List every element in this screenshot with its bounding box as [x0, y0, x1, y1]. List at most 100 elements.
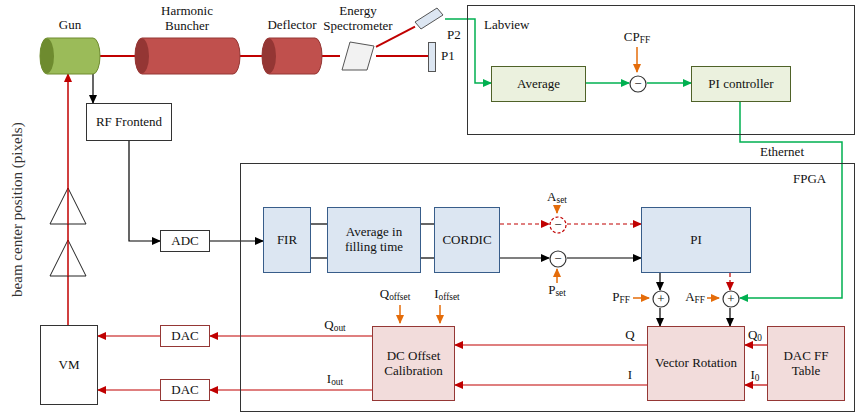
process-box: ADC	[160, 230, 210, 252]
connector-line	[455, 344, 647, 345]
signal-name: CPFF	[624, 30, 650, 45]
summing-junction: −	[549, 250, 567, 268]
signal-name: Pset	[548, 283, 566, 298]
connector-line	[210, 335, 372, 336]
connector-line	[745, 344, 767, 345]
signal-name: PFF	[612, 290, 630, 305]
node-label: PI	[687, 233, 705, 248]
connector	[421, 224, 434, 258]
signal-name: Q0	[748, 328, 762, 343]
node-label: −	[631, 77, 644, 92]
axis-title: beam center position (pixels)	[8, 123, 25, 298]
connector-line	[455, 384, 647, 385]
node-label: CORDIC	[439, 233, 494, 248]
node-label: RF Frontend	[93, 115, 165, 130]
connector	[98, 390, 160, 391]
process-box: DAC FF Table	[767, 326, 845, 401]
connector	[660, 273, 661, 290]
amplifier-symbol	[50, 240, 86, 276]
signal-name: Iout	[327, 372, 343, 387]
connector-line	[659, 273, 660, 290]
node-label: DAC	[168, 383, 201, 398]
signal-name: I0	[750, 368, 759, 383]
connector-line	[586, 82, 629, 84]
connector-line	[67, 74, 69, 325]
connector-line	[210, 389, 372, 390]
node-label: FIR	[274, 233, 300, 248]
amplifier-through-line	[67, 240, 69, 276]
connector-line	[740, 102, 842, 298]
connector-label: Ethernet	[758, 145, 806, 160]
node-label: VM	[56, 358, 83, 373]
offset-arrow	[439, 305, 441, 323]
connector-line	[322, 55, 340, 57]
connector	[210, 336, 372, 337]
node-label: Average	[514, 77, 563, 92]
node-heading: FPGA	[793, 172, 826, 187]
connector-line	[240, 55, 262, 57]
connector	[376, 56, 428, 57]
gun-cylinder: Gun	[40, 38, 100, 74]
connector-line	[659, 308, 660, 326]
gun-cylinder-outline	[40, 38, 100, 74]
connector-line	[567, 257, 641, 258]
connector	[660, 308, 661, 326]
connector-line	[98, 335, 160, 336]
connector	[210, 241, 263, 242]
connector-line	[729, 308, 730, 326]
feedforward-arrow	[633, 297, 649, 299]
buncher-cylinder: Harmonic Buncher	[135, 38, 240, 74]
deflector-cylinder: Deflector	[262, 38, 322, 74]
node-label: DAC FF Table	[768, 349, 844, 379]
process-box: VM	[40, 325, 98, 405]
connector	[322, 56, 340, 57]
process-box: FIR	[263, 207, 311, 273]
amplifier-through-line	[67, 188, 69, 224]
process-box: RF Frontend	[86, 103, 172, 141]
buncher-cylinder-outline	[135, 38, 240, 74]
connector	[730, 273, 731, 290]
connector-line	[210, 240, 263, 241]
process-box: Average	[491, 66, 586, 102]
connector	[98, 336, 160, 337]
screen: P2	[415, 8, 445, 30]
screen: P1	[428, 42, 436, 72]
setpoint-arrow	[636, 47, 638, 72]
connector	[567, 258, 641, 259]
summing-junction: −	[629, 75, 647, 93]
connector-line	[729, 273, 730, 290]
signal-name: Aset	[547, 190, 567, 205]
signal-name: I	[628, 368, 632, 383]
node-label: +	[654, 292, 667, 307]
connector	[730, 308, 731, 326]
process-box: Vector Rotation	[647, 326, 745, 401]
signal-name: Q	[625, 328, 634, 343]
connector-line	[647, 82, 691, 84]
process-box: DAC	[160, 325, 210, 347]
connector-line	[98, 389, 160, 390]
software-panel: LabviewAverage − PI controller	[467, 5, 855, 135]
node-heading: P2	[447, 28, 461, 43]
setpoint-arrow	[556, 269, 558, 283]
connector-line	[745, 384, 767, 385]
spectrometer-magnet-outline	[340, 40, 376, 72]
screen-outline	[415, 8, 445, 30]
node-heading: Labview	[484, 18, 529, 33]
process-box: PI controller	[691, 66, 791, 102]
connector-line	[500, 223, 549, 224]
node-label: DC Offset Calibration	[373, 349, 454, 379]
node-label: PI controller	[705, 77, 776, 92]
process-box: CORDIC	[434, 207, 500, 273]
node-label: +	[724, 292, 737, 307]
connector	[567, 224, 641, 225]
screen-outline	[428, 42, 436, 72]
feedforward-arrow	[707, 297, 719, 299]
connector	[210, 390, 372, 391]
setpoint-arrow	[556, 205, 558, 213]
connector-line	[500, 257, 549, 258]
connector	[455, 345, 647, 385]
signal-name: Qout	[324, 318, 345, 333]
connector	[745, 345, 767, 385]
